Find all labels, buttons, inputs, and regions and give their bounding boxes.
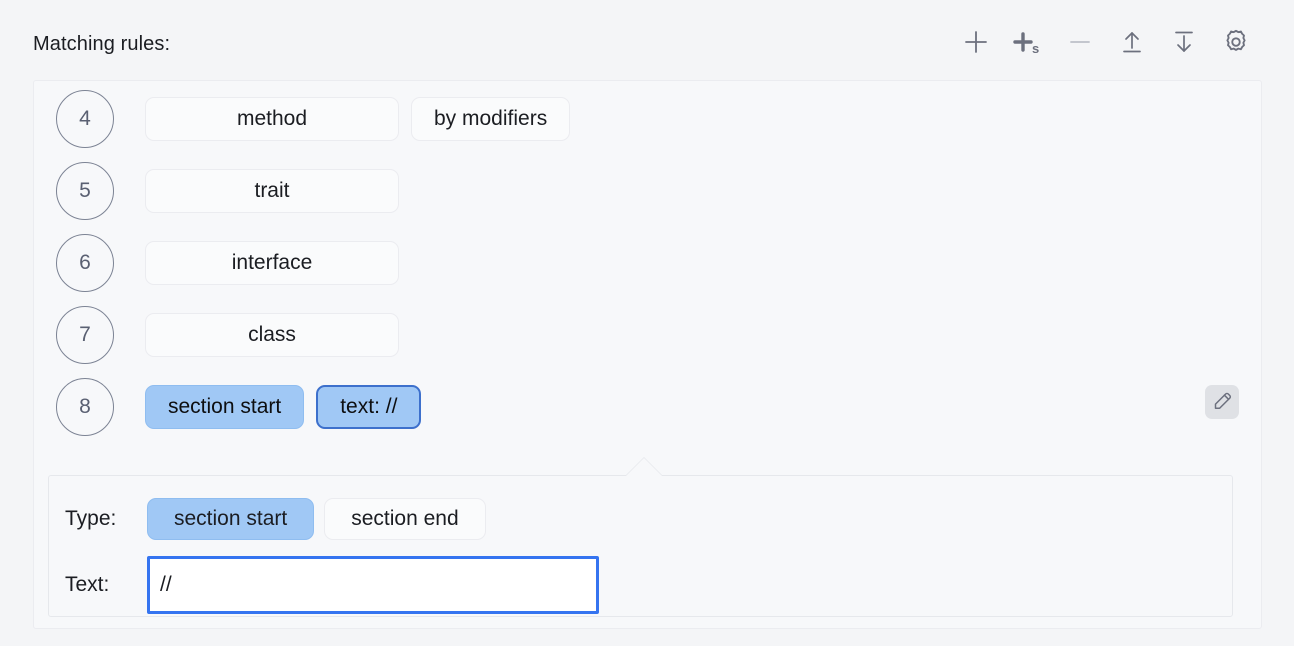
text-label: Text: [65,573,110,596]
rule-chip-by-modifiers[interactable]: by modifiers [411,97,571,141]
rule-index: 8 [56,378,114,436]
text-field-row: Text: [65,556,599,614]
plus-s-icon: s [1011,27,1045,57]
remove-rule-button[interactable] [1054,23,1106,61]
rule-detail-panel-wrapper: Type: section start section end Text: [48,457,1247,617]
matching-rules-list: 4 method by modifiers 5 trait 6 interfac… [33,80,1262,629]
move-up-button[interactable] [1106,23,1158,61]
type-option-section-end[interactable]: section end [324,498,486,540]
rule-chips: method by modifiers [145,97,571,141]
pencil-icon [1212,389,1233,415]
rule-chip-text[interactable]: text: // [316,385,422,429]
rule-chip-member-type[interactable]: method [145,97,399,141]
rule-chips: trait [145,169,399,213]
add-section-rule-button[interactable]: s [1002,23,1054,61]
rule-chip-section-start[interactable]: section start [145,385,305,429]
plus-icon [961,27,991,57]
rule-index: 5 [56,162,114,220]
rule-index: 7 [56,306,114,364]
type-option-section-start[interactable]: section start [147,498,315,540]
rule-row-6[interactable]: 6 interface [34,227,1261,299]
move-down-button[interactable] [1158,23,1210,61]
rule-chips: interface [145,241,399,285]
rule-row-7[interactable]: 7 class [34,299,1261,371]
type-options: section start section end [147,498,486,540]
rules-toolbar: s [950,23,1262,61]
type-field-row: Type: section start section end [65,498,486,540]
rule-chips: class [145,313,399,357]
edit-rule-button[interactable] [1205,385,1239,419]
rule-row-4[interactable]: 4 method by modifiers [34,83,1261,155]
text-input[interactable] [147,556,599,614]
rule-index: 4 [56,90,114,148]
detail-caret [626,458,662,476]
rule-chip-member-type[interactable]: interface [145,241,399,285]
rule-index: 6 [56,234,114,292]
rule-row-8[interactable]: 8 section start text: // [34,371,1261,443]
svg-text:s: s [1032,41,1039,56]
gear-icon [1221,27,1251,57]
page-title: Matching rules: [33,33,171,55]
rule-chips: section start text: // [145,385,422,429]
minus-icon [1065,27,1095,57]
arrow-down-to-line-icon [1169,27,1199,57]
rule-chip-member-type[interactable]: class [145,313,399,357]
rule-detail-panel: Type: section start section end Text: [48,475,1233,617]
settings-button[interactable] [1210,23,1262,61]
rule-row-5[interactable]: 5 trait [34,155,1261,227]
add-rule-button[interactable] [950,23,1002,61]
arrow-up-to-line-icon [1117,27,1147,57]
header: Matching rules: s [0,0,1294,80]
rule-chip-member-type[interactable]: trait [145,169,399,213]
type-label: Type: [65,507,117,530]
